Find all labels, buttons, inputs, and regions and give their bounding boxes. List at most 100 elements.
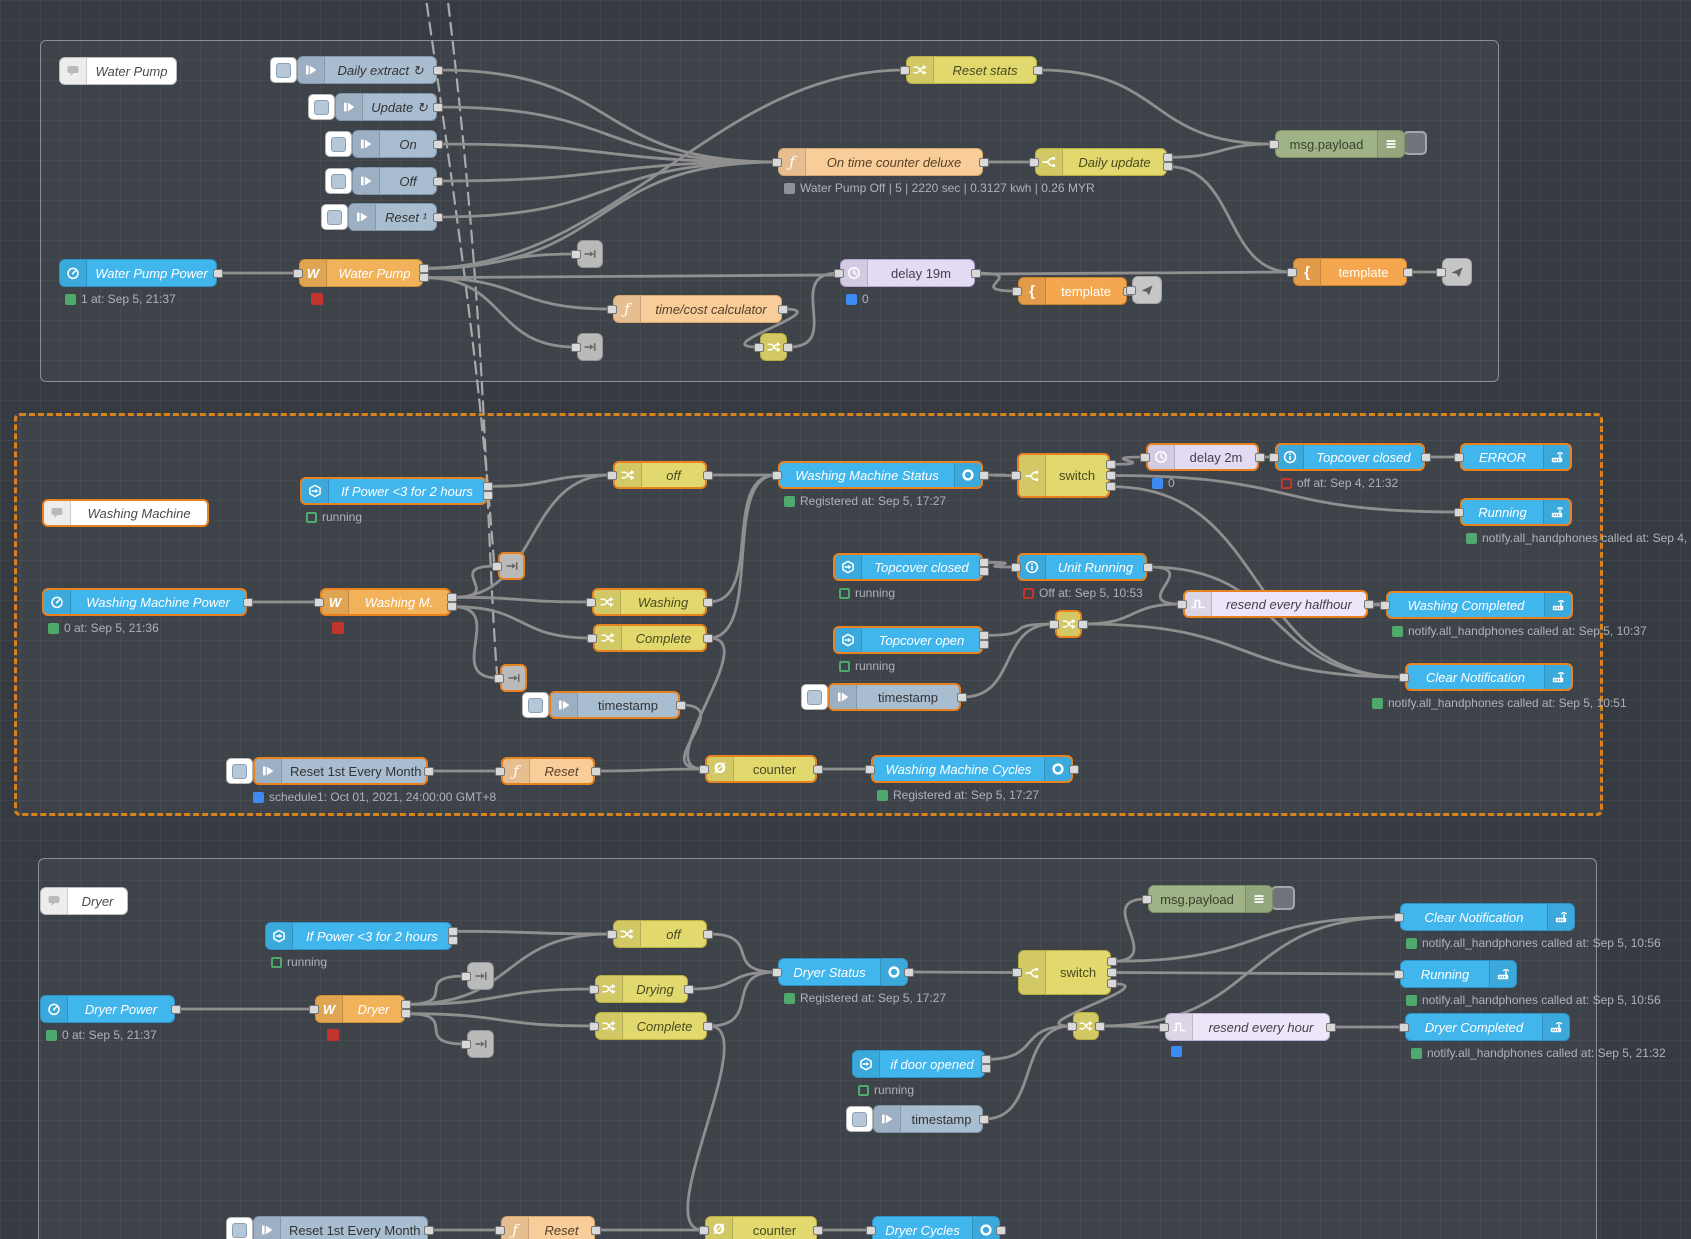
output-port[interactable] bbox=[778, 304, 788, 314]
wire[interactable] bbox=[983, 473, 1017, 477]
wire[interactable] bbox=[1082, 602, 1183, 626]
wire[interactable] bbox=[743, 307, 799, 349]
output-port[interactable] bbox=[979, 640, 989, 650]
output-port[interactable] bbox=[171, 1004, 181, 1014]
wire[interactable] bbox=[437, 160, 778, 219]
output-port[interactable] bbox=[483, 481, 493, 491]
input-port[interactable] bbox=[900, 65, 910, 75]
output-port[interactable] bbox=[971, 268, 981, 278]
node-wp-delay19[interactable]: delay 19m bbox=[840, 259, 975, 287]
output-port[interactable] bbox=[979, 567, 989, 577]
wire[interactable] bbox=[405, 1012, 595, 1028]
output-port[interactable] bbox=[448, 936, 458, 946]
output-port[interactable] bbox=[703, 929, 713, 939]
wire[interactable] bbox=[983, 560, 1017, 569]
output-port[interactable] bbox=[448, 926, 458, 936]
node-wm-power[interactable]: Washing Machine Power bbox=[42, 588, 247, 616]
input-port[interactable] bbox=[1177, 599, 1187, 609]
node-wp-reset-stats[interactable]: Reset stats bbox=[906, 56, 1037, 84]
input-port[interactable] bbox=[772, 470, 782, 480]
node-wp-template1[interactable]: {template bbox=[1018, 277, 1127, 305]
output-port[interactable] bbox=[401, 1009, 411, 1019]
wire[interactable] bbox=[707, 473, 778, 604]
input-port[interactable] bbox=[1011, 562, 1021, 572]
input-port[interactable] bbox=[866, 1225, 876, 1235]
output-port[interactable] bbox=[979, 630, 989, 640]
node-dr-small[interactable] bbox=[1073, 1012, 1099, 1040]
output-port[interactable] bbox=[433, 102, 443, 112]
inject-button[interactable] bbox=[801, 684, 828, 710]
node-wm-delay2[interactable]: delay 2m bbox=[1146, 443, 1259, 471]
input-port[interactable] bbox=[1012, 968, 1022, 977]
output-port[interactable] bbox=[703, 597, 713, 607]
node-wm-timestamp1[interactable]: timestamp bbox=[549, 691, 680, 719]
wire[interactable] bbox=[1147, 565, 1183, 606]
input-port[interactable] bbox=[461, 971, 471, 981]
wire[interactable] bbox=[787, 271, 840, 349]
wire[interactable] bbox=[1099, 915, 1400, 1028]
wire[interactable] bbox=[1167, 165, 1293, 274]
node-dr-complete[interactable]: Complete bbox=[595, 1012, 707, 1040]
input-port[interactable] bbox=[1436, 267, 1446, 277]
input-port[interactable] bbox=[1287, 267, 1297, 277]
wire[interactable] bbox=[1111, 915, 1400, 963]
input-port[interactable] bbox=[1394, 912, 1404, 922]
inject-button[interactable] bbox=[226, 758, 253, 784]
node-dr-linkB[interactable] bbox=[467, 1030, 494, 1058]
inject-button[interactable] bbox=[321, 204, 348, 230]
input-port[interactable] bbox=[699, 1225, 709, 1235]
wire[interactable] bbox=[1111, 971, 1400, 976]
input-port[interactable] bbox=[586, 597, 596, 607]
input-port[interactable] bbox=[589, 984, 599, 994]
output-port[interactable] bbox=[904, 967, 914, 977]
inject-button[interactable] bbox=[270, 57, 297, 83]
link-wire[interactable] bbox=[446, 0, 499, 676]
input-port[interactable] bbox=[1140, 452, 1150, 462]
node-dr-off[interactable]: off bbox=[613, 920, 707, 948]
node-dr-status[interactable]: Dryer Status bbox=[778, 958, 908, 986]
node-dr-debug[interactable]: msg.payload bbox=[1148, 885, 1273, 913]
node-wm-washing[interactable]: Washing bbox=[592, 588, 707, 616]
input-port[interactable] bbox=[1067, 1021, 1077, 1031]
node-dr-resend[interactable]: resend every hour bbox=[1165, 1013, 1330, 1041]
output-port[interactable] bbox=[957, 692, 967, 702]
input-port[interactable] bbox=[1012, 286, 1022, 296]
output-port[interactable] bbox=[213, 268, 223, 278]
input-port[interactable] bbox=[772, 157, 782, 167]
node-wm-status[interactable]: Washing Machine Status bbox=[778, 461, 983, 489]
input-port[interactable] bbox=[772, 967, 782, 977]
node-dr-drying[interactable]: Drying bbox=[595, 975, 688, 1003]
node-wp-inj-update[interactable]: Update ↻ bbox=[335, 93, 437, 121]
wire[interactable] bbox=[1110, 485, 1405, 679]
input-port[interactable] bbox=[1399, 1022, 1409, 1032]
input-port[interactable] bbox=[589, 1021, 599, 1031]
node-wm-cycles[interactable]: Washing Machine Cycles bbox=[871, 755, 1073, 783]
wire[interactable] bbox=[983, 622, 1055, 637]
node-dr-linkA[interactable] bbox=[467, 962, 494, 990]
wire[interactable] bbox=[985, 1024, 1073, 1061]
input-port[interactable] bbox=[494, 673, 504, 683]
node-wm-topen[interactable]: Topcover open bbox=[833, 626, 983, 654]
output-port[interactable] bbox=[981, 1054, 991, 1064]
node-wp-inj-off[interactable]: Off bbox=[352, 167, 437, 195]
node-wp-tg2[interactable] bbox=[1442, 258, 1472, 286]
wire[interactable] bbox=[707, 473, 778, 640]
inject-button[interactable] bbox=[308, 94, 335, 120]
node-dr-switch[interactable]: switch bbox=[1018, 950, 1111, 995]
output-port[interactable] bbox=[1106, 459, 1116, 469]
node-wp-power[interactable]: Water Pump Power bbox=[59, 259, 217, 287]
output-port[interactable] bbox=[676, 700, 686, 710]
node-wm-linkB[interactable] bbox=[500, 664, 527, 692]
input-port[interactable] bbox=[1029, 157, 1039, 167]
input-port[interactable] bbox=[1049, 619, 1059, 629]
input-port[interactable] bbox=[461, 1039, 471, 1049]
input-port[interactable] bbox=[1126, 285, 1136, 295]
wire[interactable] bbox=[707, 970, 778, 1028]
wire[interactable] bbox=[975, 271, 1018, 293]
